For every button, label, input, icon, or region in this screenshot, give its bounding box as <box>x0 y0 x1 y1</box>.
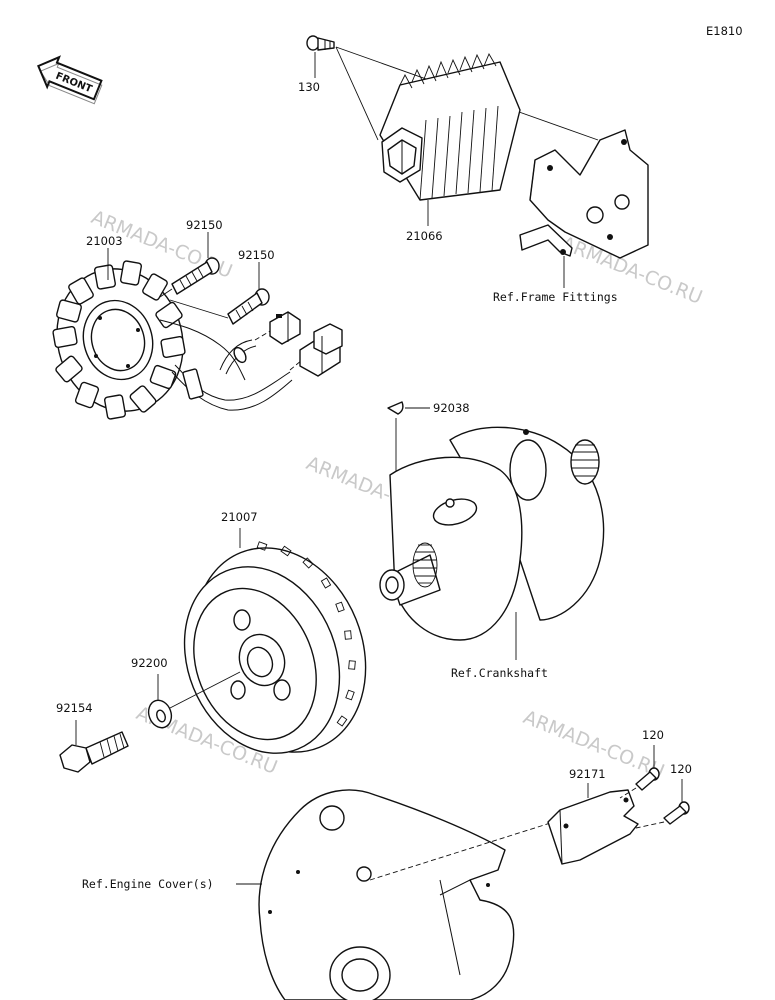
callout-130: 130 <box>298 80 320 94</box>
callout-21003: 21003 <box>86 234 123 248</box>
key-92038 <box>387 401 404 415</box>
screw-120-upper <box>635 767 660 791</box>
callout-120-lower: 120 <box>670 762 692 776</box>
callout-92150-upper: 92150 <box>186 218 223 232</box>
guide-120-lower <box>635 821 665 829</box>
bolt-92154 <box>59 731 129 773</box>
leader-92200-to-rotor <box>169 671 241 709</box>
stator-wiring <box>159 319 303 411</box>
leader-92150-lower-to-stator <box>169 299 229 319</box>
front-arrow-icon: FRONT <box>37 55 103 105</box>
rotor-21007 <box>183 541 367 754</box>
frame-bracket <box>519 129 649 259</box>
cover-92171 <box>547 789 639 865</box>
bolt-130 <box>306 35 335 51</box>
crankshaft <box>379 426 605 641</box>
callout-92038: 92038 <box>433 401 470 415</box>
leader-92150-upper-to-stator <box>159 288 173 298</box>
stator-connector-b <box>299 323 343 377</box>
stator-21003 <box>52 260 186 420</box>
ref-engine-cover: Ref.Engine Cover(s) <box>82 877 214 891</box>
engine-cover <box>258 789 515 1000</box>
washer-92200 <box>147 699 173 729</box>
ref-frame-fittings: Ref.Frame Fittings <box>493 290 618 304</box>
leader-130-to-regulator <box>335 46 379 141</box>
stator-connector-a <box>269 311 301 345</box>
guide-120-upper <box>619 787 637 799</box>
ref-crankshaft: Ref.Crankshaft <box>451 666 548 680</box>
callout-21066: 21066 <box>406 229 443 243</box>
callout-120-upper: 120 <box>642 728 664 742</box>
bolt-92150-lower <box>227 288 270 325</box>
guide-cover <box>369 819 561 881</box>
bolt-92150-upper <box>171 257 220 295</box>
screw-120-lower <box>663 801 690 825</box>
diagram-id: E1810 <box>706 24 743 38</box>
callout-92200: 92200 <box>131 656 168 670</box>
regulator-21066 <box>379 52 521 201</box>
callout-92171: 92171 <box>569 767 606 781</box>
callout-92154: 92154 <box>56 701 93 715</box>
callout-21007: 21007 <box>221 510 258 524</box>
callout-92150-lower: 92150 <box>238 248 275 262</box>
